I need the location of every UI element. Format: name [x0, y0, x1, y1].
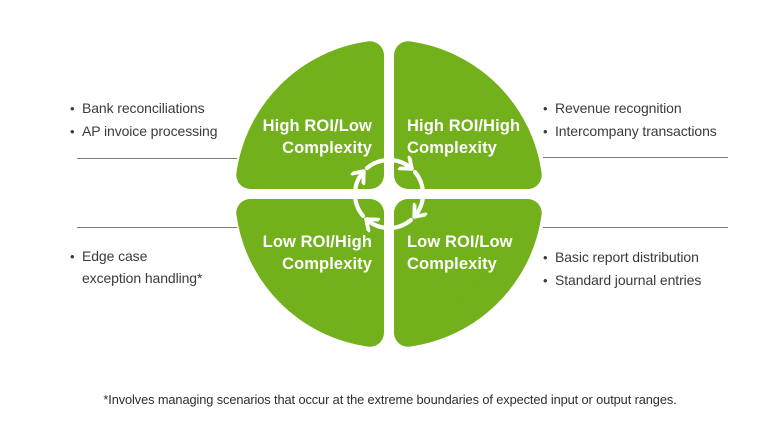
label-line1: Low ROI/Low [407, 233, 513, 251]
label-high-roi-high-complexity: High ROI/High Complexity [407, 115, 567, 159]
list-item: Standard journal entries [543, 269, 701, 292]
divider-right-top [543, 157, 728, 158]
list-item: Intercompany transactions [543, 120, 717, 143]
list-item: Bank reconciliations [70, 97, 217, 120]
quadrant-shape-low-roi-high-complexity [236, 199, 384, 347]
label-high-roi-low-complexity: High ROI/Low Complexity [212, 115, 372, 159]
cycle-arrows-icon [355, 160, 423, 228]
list-high-roi-low-complexity: Bank reconciliations AP invoice processi… [70, 97, 217, 143]
bullet-icon [543, 120, 555, 143]
bullet-icon [543, 97, 555, 120]
divider-left-bottom [77, 227, 237, 228]
list-high-roi-high-complexity: Revenue recognition Intercompany transac… [543, 97, 717, 143]
cycle-arrow-top-icon [365, 160, 411, 168]
bullet-icon [543, 269, 555, 292]
label-low-roi-low-complexity: Low ROI/Low Complexity [407, 231, 567, 275]
bullet-icon [70, 245, 82, 268]
label-low-roi-high-complexity: Low ROI/High Complexity [212, 231, 372, 275]
divider-right-bottom [543, 227, 728, 228]
list-low-roi-low-complexity: Basic report distribution Standard journ… [543, 246, 701, 292]
label-line1: High ROI/Low [262, 117, 372, 135]
label-line2: Complexity [282, 255, 372, 273]
quadrant-shape-high-roi-low-complexity [236, 41, 384, 189]
list-item: Basic report distribution [543, 246, 701, 269]
list-item: Edge case exception handling* [70, 245, 202, 289]
list-item: Revenue recognition [543, 97, 717, 120]
label-line2: Complexity [407, 139, 497, 157]
footnote: *Involves managing scenarios that occur … [103, 392, 677, 407]
list-low-roi-high-complexity: Edge case exception handling* [70, 245, 202, 289]
list-item: AP invoice processing [70, 120, 217, 143]
label-line1: High ROI/High [407, 117, 521, 135]
quadrant-shape-high-roi-high-complexity [394, 41, 542, 189]
cycle-arrow-right-icon [415, 170, 423, 216]
bullet-icon [70, 120, 82, 143]
bullet-icon [70, 97, 82, 120]
quadrant-shape-low-roi-low-complexity [394, 199, 542, 347]
cycle-arrow-bottom-icon [367, 220, 413, 228]
label-line1: Low ROI/High [262, 233, 372, 251]
cycle-arrow-left-icon [355, 172, 363, 218]
bullet-icon [543, 246, 555, 269]
label-line2: Complexity [282, 139, 372, 157]
divider-left-top [77, 158, 237, 159]
label-line2: Complexity [407, 255, 497, 273]
quadrant-shapes [236, 41, 542, 347]
